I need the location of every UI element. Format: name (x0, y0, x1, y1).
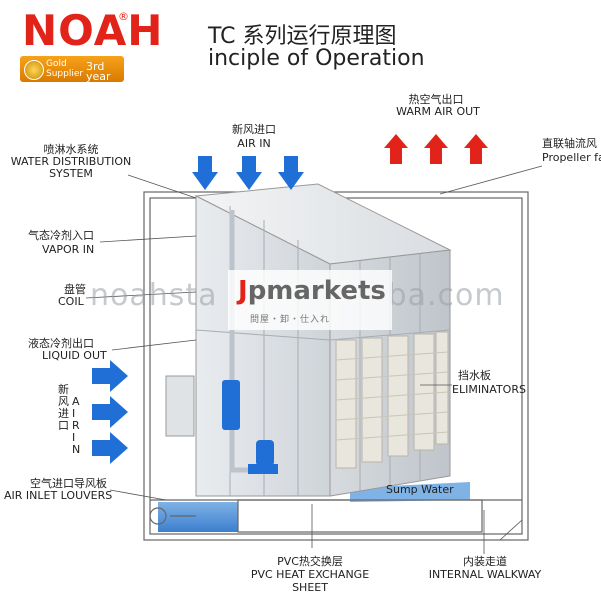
fresh-air-label-en: AIR IN (237, 137, 271, 150)
pvc-label-en2: SHEET (292, 581, 328, 594)
registered-mark: ® (118, 10, 129, 23)
warm-air-label-cn: 热空气出口 (408, 93, 464, 106)
water-dist-label-cn: 喷淋水系统 (43, 143, 99, 156)
vapor-label-cn: 气态冷剂入口 (28, 229, 94, 242)
coil-label-en: COIL (58, 295, 84, 308)
propeller-label-en: Propeller fa (542, 151, 601, 164)
title-english: inciple of Operation (208, 46, 425, 71)
top-air-in-arrows (192, 156, 304, 190)
side-air-label-en: AIR IN (72, 395, 81, 456)
water-dist-label-en1: WATER DISTRIBUTION (10, 155, 132, 168)
walkway-label-cn: 内装走道 (463, 555, 507, 568)
title-chinese: TC 系列运行原理图 (208, 24, 397, 49)
eliminator-label-en: ELIMINATORS (452, 383, 526, 396)
warm-air-arrows (384, 134, 488, 164)
fresh-air-label-cn: 新风进口 (232, 123, 276, 136)
liquid-label-en: LIQUID OUT (42, 349, 107, 362)
basin-water-left (158, 502, 238, 532)
sump-water-label: Sump Water (386, 483, 454, 496)
gold-coin-icon (24, 60, 44, 80)
side-air-in-arrows (92, 360, 128, 464)
water-dist-label-en2: SYSTEM (49, 167, 93, 180)
eliminator-label-cn: 挡水板 (458, 369, 491, 382)
louvers-label-en: AIR INLET LOUVERS (4, 489, 113, 502)
noah-logo: NOAH (22, 6, 164, 55)
liquid-label-cn: 液态冷剂出口 (28, 337, 94, 350)
gold-supplier-badge: Gold Supplier 3rd year (20, 56, 124, 82)
louvers-label-cn: 空气进口导风板 (30, 477, 107, 490)
propeller-label-cn: 直联轴流风 (542, 137, 597, 150)
pvc-label-cn: PVC热交换层 (277, 555, 343, 568)
side-air-label-cn: 新风进口 (58, 383, 69, 432)
pump (222, 380, 278, 474)
coil-label-cn: 盘管 (64, 283, 86, 296)
warm-air-label-en: WARM AIR OUT (396, 105, 480, 118)
walkway-label-en: INTERNAL WALKWAY (428, 568, 542, 581)
jpmarkets-watermark: Jpmarkets 問屋・卸・仕入れ (228, 270, 392, 330)
access-door (165, 375, 195, 437)
air-inlet-louvers (335, 331, 449, 469)
vapor-label-en: VAPOR IN (42, 243, 95, 256)
pvc-label-en1: PVC HEAT EXCHANGE (250, 568, 370, 581)
